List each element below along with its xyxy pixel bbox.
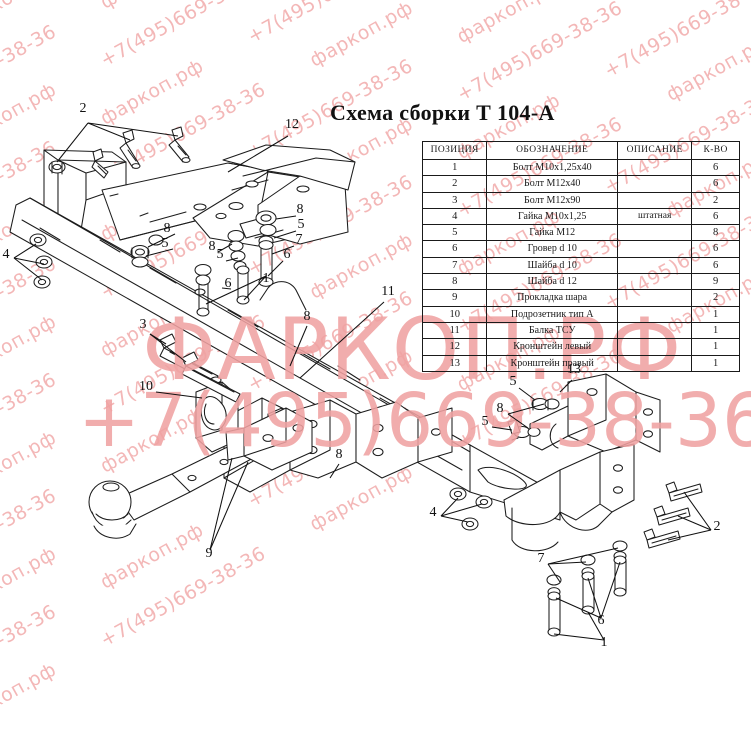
cell-designation: Гайка М12 <box>486 224 619 242</box>
cell-position: 3 <box>421 191 488 209</box>
header-designation: ОБОЗНАЧЕНИЕ <box>486 141 619 160</box>
cell-description <box>617 289 693 307</box>
cell-position: 2 <box>421 175 488 193</box>
cell-quantity: 6 <box>691 256 740 275</box>
cell-quantity: 1 <box>691 321 740 340</box>
hardware-bottom-right <box>546 540 628 637</box>
cell-description <box>617 224 693 242</box>
cell-quantity: 6 <box>691 158 740 177</box>
cell-quantity: 6 <box>691 175 740 193</box>
cell-description <box>617 273 693 291</box>
cell-position: 13 <box>421 354 488 372</box>
ball-coupling-plates <box>225 407 313 471</box>
header-position: ПОЗИЦИЯ <box>421 141 488 160</box>
cell-position: 5 <box>421 224 488 242</box>
cell-description: штатная <box>617 207 693 226</box>
cell-description <box>617 191 693 209</box>
cell-quantity: 6 <box>691 207 740 226</box>
table-header-row: ПОЗИЦИЯ ОБОЗНАЧЕНИЕ ОПИСАНИЕ К-ВО <box>421 141 740 160</box>
cell-designation: Кронштейн левый <box>486 338 619 356</box>
header-description: ОПИСАНИЕ <box>617 141 693 160</box>
hardware-cluster-upper-right <box>255 210 277 287</box>
cell-designation: Болт М12х90 <box>486 191 619 209</box>
cell-description <box>617 256 693 275</box>
cell-description <box>617 240 693 258</box>
cell-position: 6 <box>421 240 488 258</box>
cell-description <box>617 338 693 356</box>
cell-designation: Болт М10х1,25х40 <box>486 158 619 177</box>
cell-quantity: 1 <box>691 338 740 356</box>
cell-quantity: 9 <box>691 273 740 291</box>
cell-quantity: 1 <box>691 305 740 323</box>
cell-designation: Балка ТСУ <box>486 321 619 340</box>
cell-designation: Кронштейн правый <box>486 354 619 372</box>
cell-designation: Болт М12х40 <box>486 175 619 193</box>
cell-quantity: 2 <box>691 289 740 307</box>
cell-quantity: 8 <box>691 224 740 242</box>
cell-designation: Гровер d 10 <box>486 240 619 258</box>
cell-description <box>617 354 693 372</box>
cell-description <box>617 305 693 323</box>
cell-quantity: 1 <box>691 354 740 372</box>
cell-quantity: 6 <box>691 240 740 258</box>
cell-designation: Шайба d 10 <box>486 256 619 275</box>
cell-position: 12 <box>421 338 488 356</box>
cell-position: 11 <box>421 321 488 340</box>
header-quantity: К-ВО <box>691 141 740 160</box>
cell-position: 10 <box>421 305 488 323</box>
cell-designation: Подрозетник тип А <box>486 305 619 323</box>
right-bracket-13 <box>503 373 661 552</box>
cell-position: 8 <box>421 273 488 291</box>
bolts-group-right-2 <box>643 481 703 549</box>
cell-position: 4 <box>421 207 488 226</box>
cell-quantity: 2 <box>691 191 740 209</box>
hardware-cluster-upper-left <box>130 234 164 268</box>
page-title: Схема сборки Т 104-А <box>330 100 555 125</box>
cell-designation: Шайба d 12 <box>486 273 619 291</box>
cell-position: 7 <box>421 256 488 275</box>
cell-description <box>617 321 693 340</box>
cell-designation: Прокладка шара <box>486 289 619 307</box>
cell-position: 1 <box>421 158 488 177</box>
cell-position: 9 <box>421 289 488 307</box>
cell-description <box>617 158 693 177</box>
cell-description <box>617 175 693 193</box>
cell-designation: Гайка М10х1,25 <box>486 207 619 226</box>
